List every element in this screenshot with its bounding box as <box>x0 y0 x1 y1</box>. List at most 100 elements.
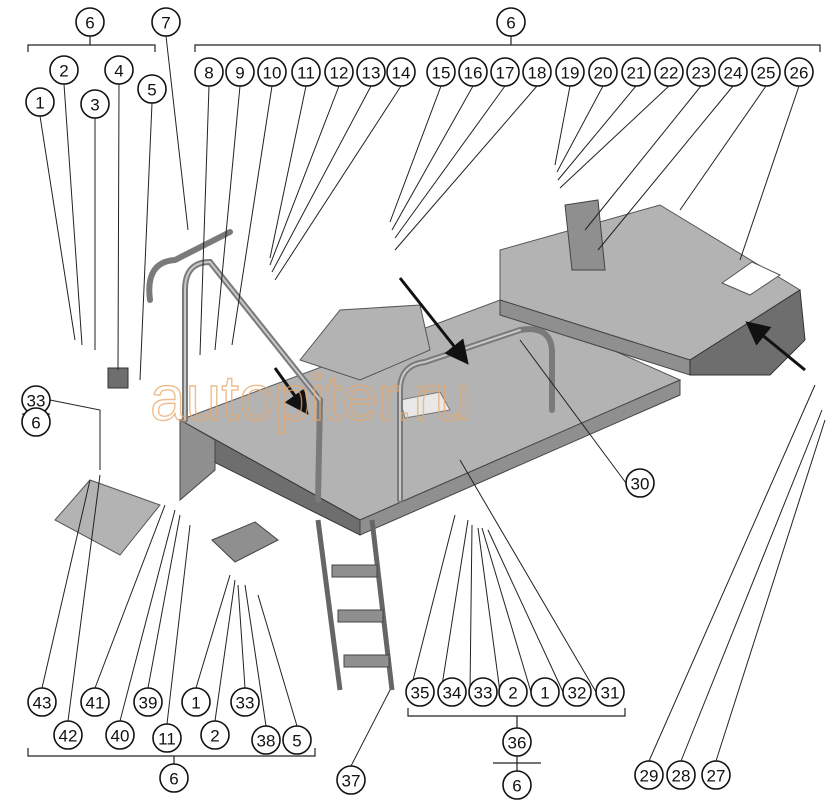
callout-number: 6 <box>169 770 178 789</box>
callout-number: 11 <box>297 64 315 83</box>
callout-number: 34 <box>443 684 462 703</box>
callout-14: 14 <box>386 57 416 87</box>
callout-number: 19 <box>561 64 580 83</box>
callout-13: 13 <box>356 57 386 87</box>
callout-circle <box>426 57 456 87</box>
callout-circle <box>282 725 312 755</box>
callout-circle <box>80 89 110 119</box>
callout-circle <box>654 57 684 87</box>
callout-circle <box>496 7 526 37</box>
callout-circle <box>490 57 520 87</box>
callout-1: 1 <box>530 677 560 707</box>
leader-lines <box>39 35 826 767</box>
callout-25: 25 <box>751 57 781 87</box>
callout-number: 14 <box>392 64 411 83</box>
callout-number: 28 <box>672 767 691 786</box>
side-panel-left <box>179 419 216 502</box>
callout-number: 41 <box>86 694 105 713</box>
callout-circle <box>251 725 281 755</box>
callout-number: 15 <box>432 64 451 83</box>
callout-circle <box>194 57 224 87</box>
callout-number: 5 <box>147 81 156 100</box>
callout-number: 3 <box>90 96 99 115</box>
callout-number: 24 <box>724 64 743 83</box>
callout-number: 35 <box>411 684 430 703</box>
callout-6: 6 <box>75 7 105 37</box>
callout-22: 22 <box>654 57 684 87</box>
callout-2: 2 <box>498 677 528 707</box>
callout-circle <box>225 57 255 87</box>
callout-number: 20 <box>594 64 613 83</box>
pointer-arrows <box>273 277 806 415</box>
callout-circle <box>133 687 163 717</box>
callout-circle <box>386 57 416 87</box>
callout-number: 12 <box>330 64 349 83</box>
seat <box>299 304 431 381</box>
callout-circle <box>468 677 498 707</box>
callout-circle <box>634 760 664 790</box>
callout-21: 21 <box>621 57 651 87</box>
callout-6: 6 <box>496 7 526 37</box>
callout-34: 34 <box>437 677 467 707</box>
callout-circle <box>666 760 696 790</box>
callout-19: 19 <box>555 57 585 87</box>
callout-circle <box>25 87 55 117</box>
callout-number: 29 <box>640 767 659 786</box>
callout-number: 13 <box>362 64 381 83</box>
callout-circle <box>104 55 134 85</box>
ladder <box>315 519 395 691</box>
callout-number: 42 <box>59 727 78 746</box>
callout-number: 16 <box>464 64 483 83</box>
callout-29: 29 <box>634 760 664 790</box>
callout-circle <box>151 7 181 37</box>
callout-35: 35 <box>405 677 435 707</box>
callout-circle <box>49 55 79 85</box>
callout-6: 6 <box>502 770 532 800</box>
callout-circle <box>530 677 560 707</box>
callout-circle <box>522 57 552 87</box>
callout-31: 31 <box>595 677 625 707</box>
callout-circle <box>80 687 110 717</box>
callout-circle <box>555 57 585 87</box>
callout-circle <box>152 723 182 753</box>
callout-33: 33 <box>21 385 51 415</box>
callout-number: 27 <box>707 767 726 786</box>
callout-circle <box>502 727 532 757</box>
callout-number: 21 <box>627 64 646 83</box>
callout-circle <box>137 74 167 104</box>
callout-circle <box>498 677 528 707</box>
callout-9: 9 <box>225 57 255 87</box>
callout-circle <box>21 407 51 437</box>
callout-number: 43 <box>33 694 52 713</box>
callout-43: 43 <box>27 687 57 717</box>
callout-number: 30 <box>631 475 650 494</box>
callout-number: 38 <box>257 732 276 751</box>
callout-circle <box>181 687 211 717</box>
callout-6: 6 <box>21 407 51 437</box>
callout-number: 18 <box>528 64 547 83</box>
callout-circle <box>686 57 716 87</box>
callout-circle <box>621 57 651 87</box>
callout-circle <box>751 57 781 87</box>
callout-11: 11 <box>291 57 321 87</box>
control-box <box>211 521 279 563</box>
callout-number: 40 <box>111 727 130 746</box>
callout-3: 3 <box>80 89 110 119</box>
callout-8: 8 <box>194 57 224 87</box>
callout-23: 23 <box>686 57 716 87</box>
callout-12: 12 <box>324 57 354 87</box>
callout-39: 39 <box>133 687 163 717</box>
callout-number: 5 <box>292 732 301 751</box>
callout-circle <box>324 57 354 87</box>
callout-27: 27 <box>701 760 731 790</box>
callout-circle <box>595 677 625 707</box>
callout-number: 2 <box>59 62 68 81</box>
callout-number: 6 <box>512 777 521 796</box>
callout-2: 2 <box>200 720 230 750</box>
housing-hatch <box>720 261 782 296</box>
callout-number: 9 <box>235 64 244 83</box>
callout-17: 17 <box>490 57 520 87</box>
